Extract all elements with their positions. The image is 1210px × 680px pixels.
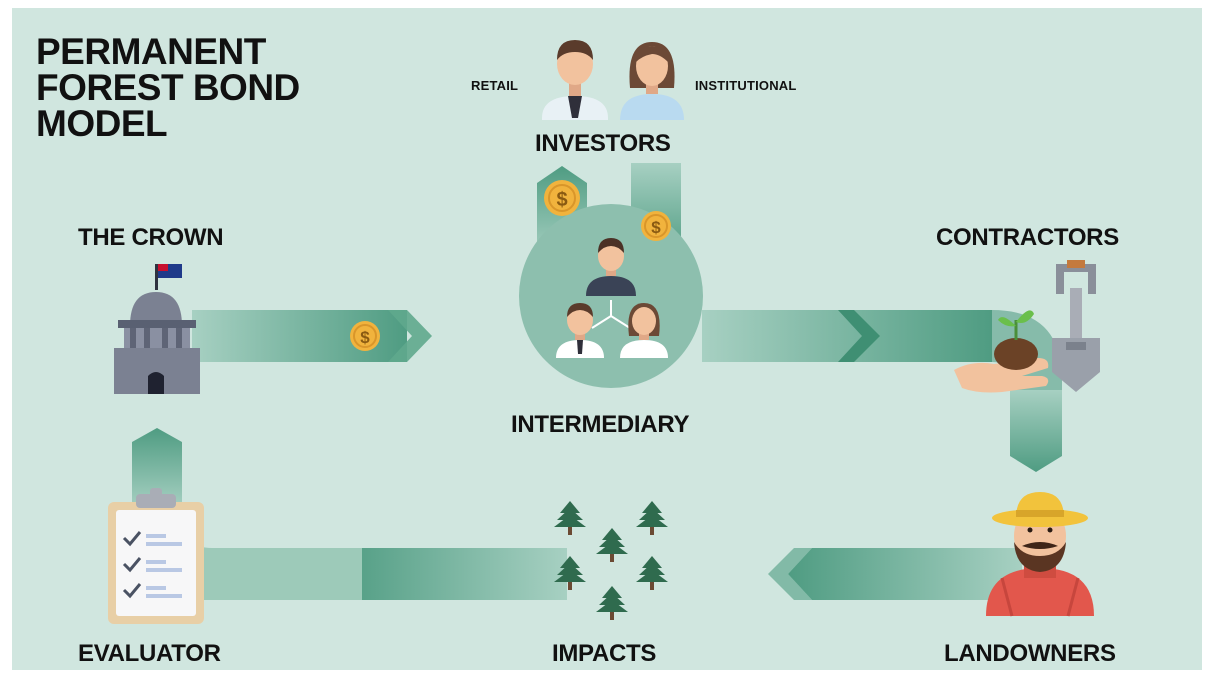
pine-tree-icon <box>636 556 668 590</box>
svg-text:$: $ <box>360 328 370 347</box>
manager-icon <box>586 238 636 296</box>
flow-diagram: $ $ $ <box>108 40 1100 624</box>
pine-tree-icon <box>636 501 668 535</box>
pine-tree-icon <box>596 528 628 562</box>
retail-label: RETAIL <box>471 78 519 93</box>
institutional-label: INSTITUTIONAL <box>695 78 797 93</box>
contractors-label: CONTRACTORS <box>936 224 1119 251</box>
coin-icon: $ <box>350 321 380 351</box>
evaluator-label: EVALUATOR <box>78 640 221 667</box>
chevron-right-2 <box>838 310 880 362</box>
pine-tree-icon <box>596 586 628 620</box>
coin-icon: $ <box>544 180 580 216</box>
svg-text:$: $ <box>651 218 661 237</box>
impacts-label: IMPACTS <box>552 640 657 667</box>
trees-group <box>554 501 668 620</box>
flow-contractors-to-landowners <box>1010 390 1062 472</box>
institutional-investor-icon <box>620 42 684 120</box>
farmer-icon <box>986 492 1094 617</box>
diagram-canvas: $ $ $ <box>12 8 1202 670</box>
hand-with-seedling-icon <box>954 310 1049 393</box>
intermediary-label: INTERMEDIARY <box>511 411 690 438</box>
shovel-icon <box>1052 260 1100 392</box>
chevron-right-1 <box>388 310 432 362</box>
parliament-icon <box>114 264 200 394</box>
hierarchy-lines <box>591 300 631 329</box>
page-title: PERMANENT FOREST BOND MODEL <box>36 31 300 144</box>
svg-text:$: $ <box>556 189 567 211</box>
retail-investor-icon <box>542 40 608 120</box>
chevron-left-1 <box>768 548 812 600</box>
crown-label: THE CROWN <box>78 224 224 251</box>
landowners-label: LANDOWNERS <box>944 640 1116 667</box>
employee-female-icon <box>620 303 668 358</box>
clipboard-checklist-icon <box>108 488 204 624</box>
investors-label: INVESTORS <box>535 130 671 157</box>
flow-landowners-to-impacts <box>788 548 1022 600</box>
employee-male-icon <box>556 303 604 358</box>
flow-evaluator-to-crown <box>132 428 182 508</box>
pine-tree-icon <box>554 501 586 535</box>
pine-tree-icon <box>554 556 586 590</box>
coin-icon: $ <box>641 211 671 241</box>
